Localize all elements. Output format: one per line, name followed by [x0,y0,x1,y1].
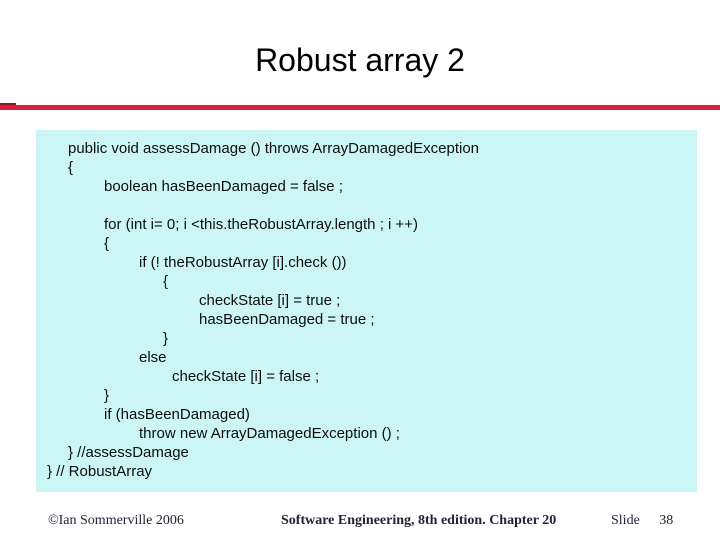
code-line: { [104,235,110,252]
code-line: boolean hasBeenDamaged = false ; [104,178,343,195]
code-line: public void assessDamage () throws Array… [68,140,480,157]
code-line: else [139,349,167,366]
title-underline-shadow [0,103,16,106]
code-line: throw new ArrayDamagedException () ; [139,425,400,442]
title-underline [0,105,720,110]
slide-title: Robust array 2 [255,42,465,78]
code-line: if (! theRobustArray [i].check ()) [139,254,347,271]
code-line: { [68,159,74,176]
code-line: } //assessDamage [68,444,189,461]
code-line: } [163,330,169,347]
code-line: } [104,387,110,404]
footer-book-reference: Software Engineering, 8th edition. Chapt… [281,513,557,528]
code-line: if (hasBeenDamaged) [104,406,250,423]
code-line: checkState [i] = true ; [199,292,341,309]
code-line: } // RobustArray [47,463,153,480]
footer-copyright: ©Ian Sommerville 2006 [48,513,184,528]
footer-slide-number: Slide 38 [611,513,674,528]
code-line [36,196,697,215]
code-line: hasBeenDamaged = true ; [199,311,375,328]
code-line: for (int i= 0; i <this.theRobustArray.le… [104,216,419,233]
code-line: { [163,273,169,290]
code-line: checkState [i] = false ; [172,368,320,385]
code-panel: public void assessDamage () throws Array… [36,130,697,492]
